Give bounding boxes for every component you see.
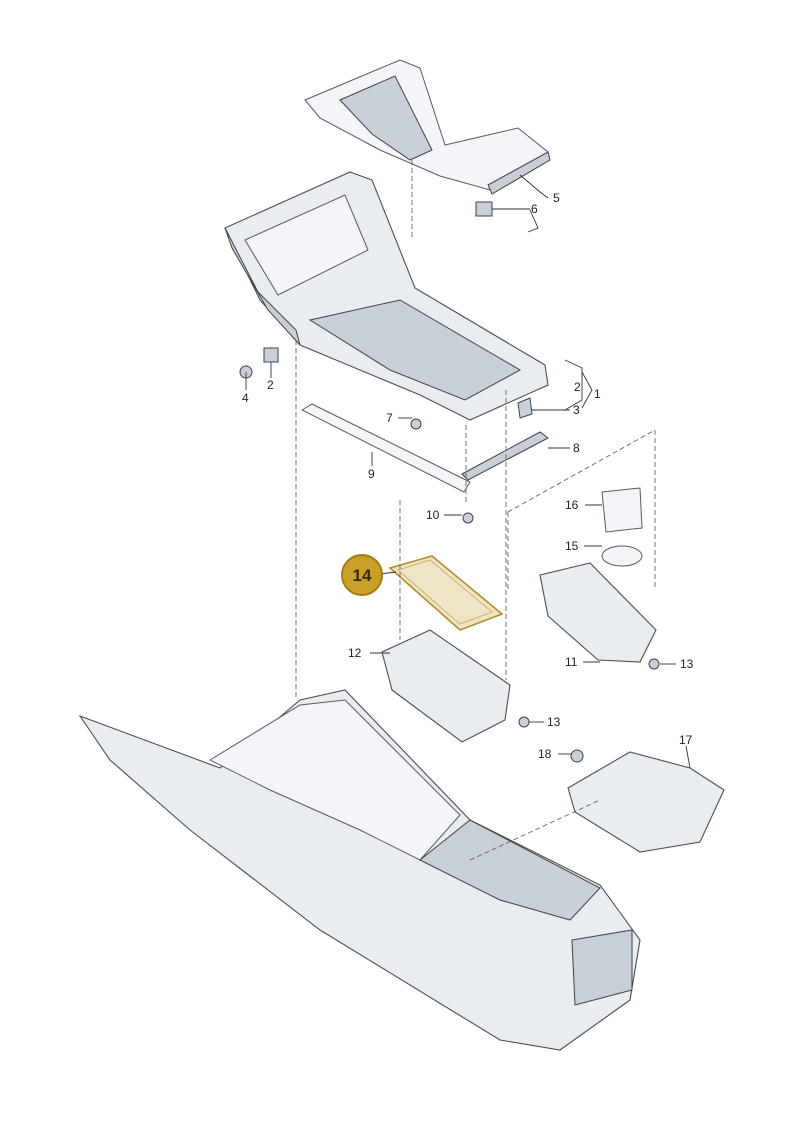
callout-labels: 1 2 2 3 4 5 6 7 8 9 10 11 12 13 13 15 16… bbox=[242, 191, 694, 761]
highlight-circle[interactable] bbox=[341, 554, 383, 596]
callout-5: 5 bbox=[553, 191, 560, 205]
alignment-lines bbox=[295, 160, 656, 861]
tray-17-part bbox=[567, 751, 725, 853]
callout-16: 16 bbox=[565, 498, 579, 512]
callout-6: 6 bbox=[531, 202, 538, 216]
centre-console-body-part bbox=[78, 689, 641, 1051]
callout-11: 11 bbox=[565, 655, 578, 669]
callout-17: 17 bbox=[679, 733, 693, 747]
bracket-3-part bbox=[517, 397, 533, 419]
callout-13: 13 bbox=[680, 657, 694, 671]
trim-strip-9-part bbox=[300, 403, 471, 493]
callout-13: 13 bbox=[547, 715, 561, 729]
callout-2: 2 bbox=[267, 378, 274, 392]
callout-2: 2 bbox=[574, 380, 581, 394]
callout-7: 7 bbox=[386, 411, 393, 425]
console-frame-part bbox=[224, 171, 549, 421]
callout-10: 10 bbox=[426, 508, 440, 522]
screw-7-part bbox=[410, 418, 422, 430]
cup-insert-16-part bbox=[601, 487, 643, 533]
screw-13b-part bbox=[518, 716, 530, 728]
callout-4: 4 bbox=[242, 391, 249, 405]
trim-strip-8-part bbox=[461, 431, 549, 481]
nut-2-part bbox=[263, 347, 279, 363]
callout-3: 3 bbox=[573, 403, 580, 417]
callout-9: 9 bbox=[368, 467, 375, 481]
callout-12: 12 bbox=[348, 646, 362, 660]
trim-panel-part bbox=[304, 59, 551, 195]
ring-15-part bbox=[601, 545, 643, 567]
highlight-label[interactable]: 14 bbox=[353, 566, 372, 585]
module-12-part bbox=[381, 629, 511, 743]
leader-lines bbox=[245, 174, 691, 769]
callout-18: 18 bbox=[538, 747, 552, 761]
callout-15: 15 bbox=[565, 539, 579, 553]
callout-8: 8 bbox=[573, 441, 580, 455]
highlight-badge-14[interactable]: 14 bbox=[341, 554, 383, 596]
screw-10-part bbox=[462, 512, 474, 524]
clip-part bbox=[475, 201, 493, 217]
cup-holder-11-part bbox=[539, 562, 657, 663]
screw-18-part bbox=[570, 749, 584, 763]
callout-1: 1 bbox=[594, 387, 601, 401]
mat-14-part bbox=[388, 555, 504, 631]
screw-13a-part bbox=[648, 658, 660, 670]
